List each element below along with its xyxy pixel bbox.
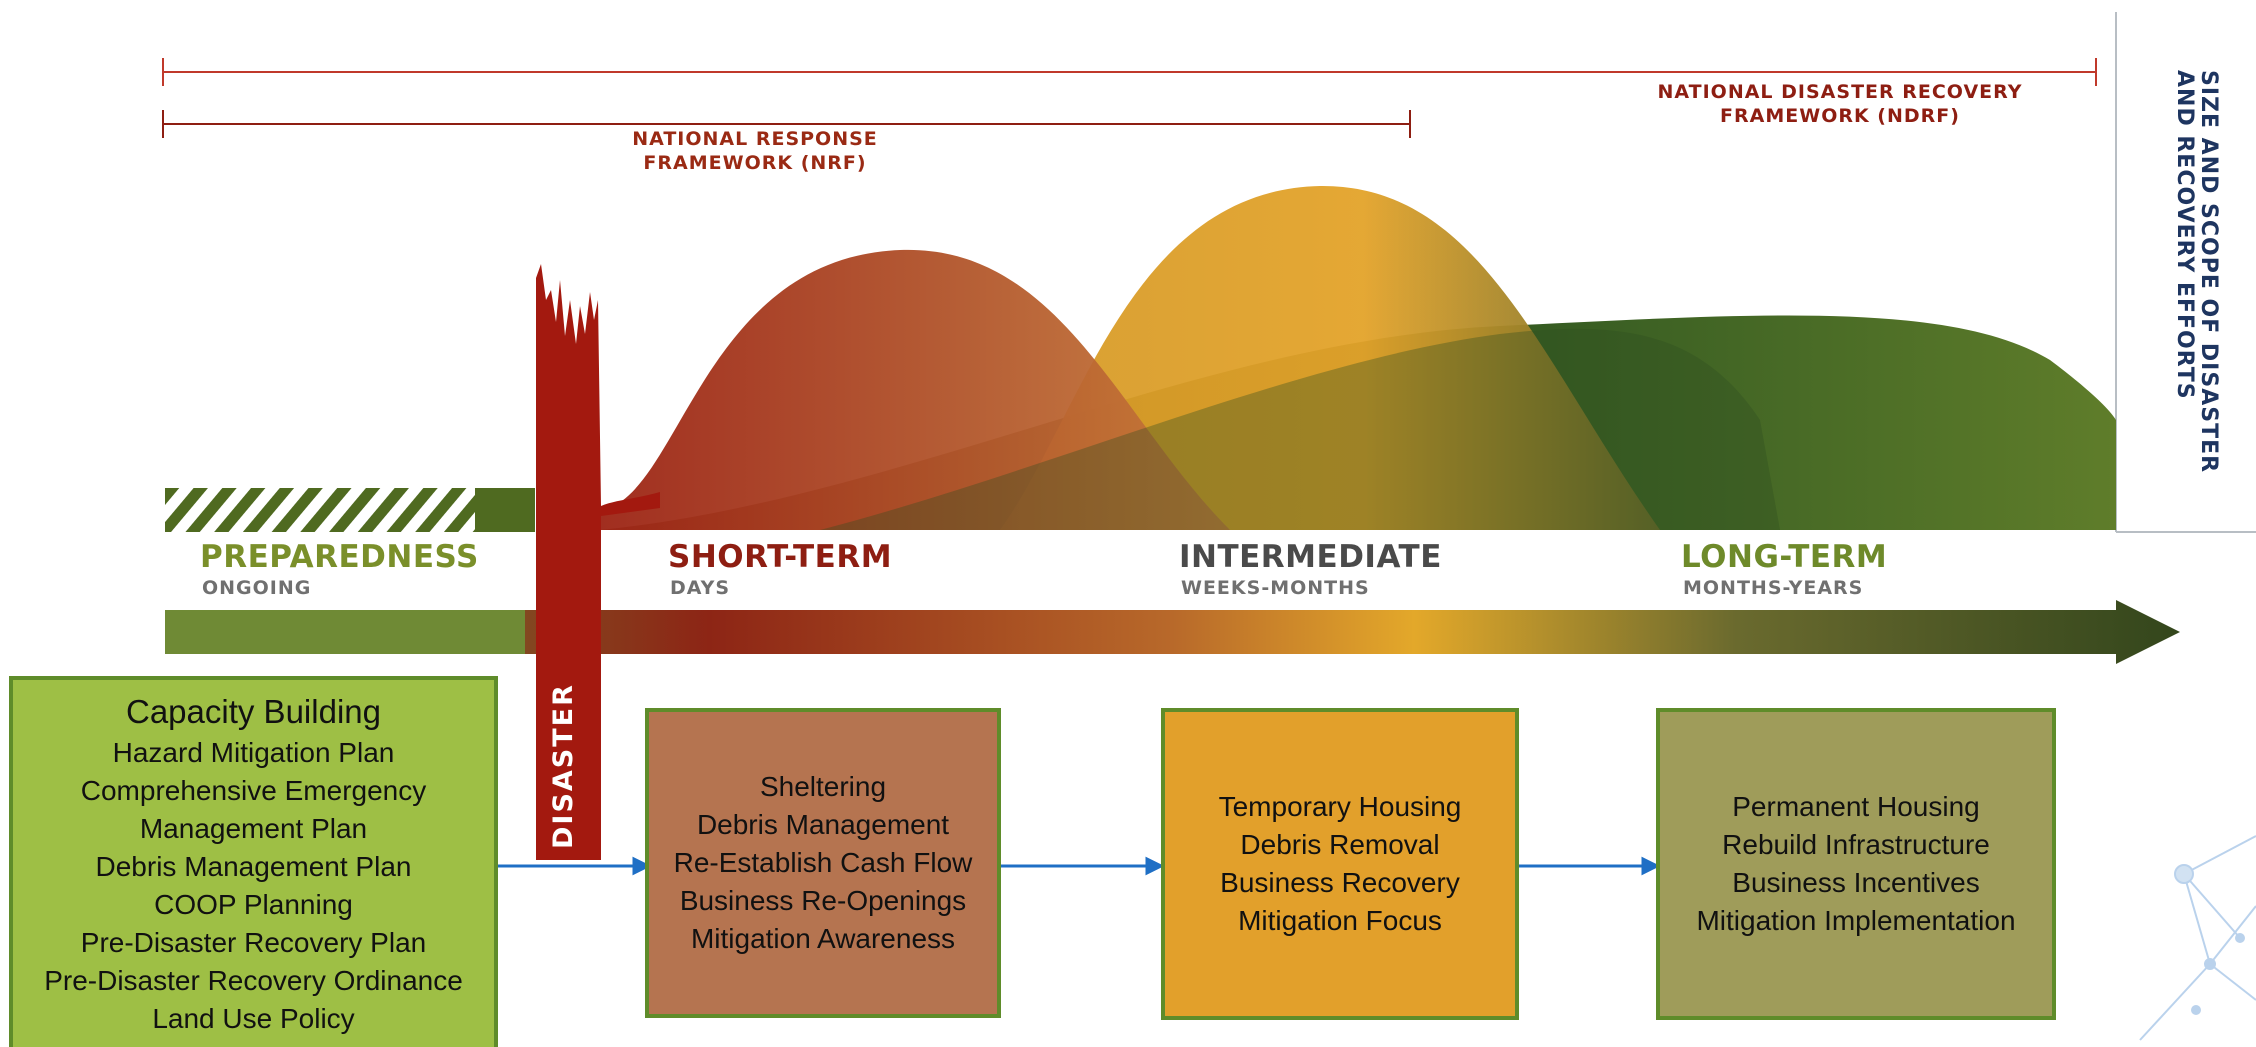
intermediate-hill [1000, 185, 1660, 531]
preparedness-item: Hazard Mitigation Plan [112, 736, 395, 768]
preparedness-box-title: Capacity Building [126, 692, 381, 730]
preparedness-item: Land Use Policy [152, 1002, 355, 1034]
preparedness-hatch [165, 488, 475, 532]
phase-subtitle-short-term: DAYS [670, 577, 731, 599]
ndrf-label-line-1: NATIONAL DISASTER RECOVERY [1657, 81, 2023, 103]
phase-subtitle-long-term: MONTHS-YEARS [1683, 577, 1864, 599]
phase-title-short-term: SHORT-TERM [668, 539, 893, 575]
ndrf-label-line-2: FRAMEWORK (NDRF) [1720, 105, 1960, 127]
long-term-hill-overlay [820, 328, 1780, 530]
phase-subtitle-preparedness: ONGOING [202, 577, 312, 599]
short-term-hill [600, 249, 1230, 530]
network-decoration [2139, 835, 2256, 1041]
intermediate-box[interactable]: Temporary Housing Debris Removal Busines… [1161, 708, 1519, 1020]
preparedness-item: Management Plan [139, 812, 368, 844]
long-term-box[interactable]: Permanent Housing Rebuild Infrastructure… [1656, 708, 2056, 1020]
size-scope-label: SIZE AND SCOPE OF DISASTER AND RECOVERY … [2172, 70, 2221, 474]
preparedness-item: Pre-Disaster Recovery Plan [80, 926, 427, 958]
preparedness-item: Comprehensive Emergency [80, 774, 427, 806]
disaster-spike[interactable] [536, 264, 660, 860]
long-term-item: Business Incentives [1732, 867, 1980, 898]
phase-title-long-term: LONG-TERM [1681, 539, 1888, 575]
short-term-item: Sheltering [759, 771, 887, 802]
intermediate-item: Mitigation Focus [1238, 905, 1442, 936]
ndrf-label: NATIONAL DISASTER RECOVERY FRAMEWORK (ND… [1630, 80, 2050, 128]
long-term-item: Mitigation Implementation [1696, 905, 2016, 936]
preparedness-item: Debris Management Plan [95, 850, 412, 882]
ndrf-bracket [162, 58, 2097, 86]
intermediate-item: Debris Removal [1240, 829, 1440, 860]
disaster-label: DISASTER [548, 683, 579, 849]
preparedness-box[interactable]: Capacity Building Hazard Mitigation Plan… [9, 676, 498, 1047]
nrf-label: NATIONAL RESPONSE FRAMEWORK (NRF) [575, 127, 935, 175]
nrf-label-line-2: FRAMEWORK (NRF) [643, 152, 867, 174]
long-term-item: Permanent Housing [1732, 791, 1980, 822]
short-term-item: Business Re-Openings [679, 885, 967, 916]
connector-arrows [498, 856, 1661, 876]
short-term-item: Debris Management [696, 809, 950, 840]
timeline-arrow[interactable] [165, 600, 2180, 664]
intermediate-item: Business Recovery [1220, 867, 1460, 898]
phase-title-preparedness: PREPAREDNESS [200, 539, 479, 575]
preparedness-band [475, 488, 535, 532]
short-term-item: Re-Establish Cash Flow [673, 847, 973, 878]
nrf-label-line-1: NATIONAL RESPONSE [632, 128, 878, 150]
intermediate-item: Temporary Housing [1218, 791, 1462, 822]
nrf-bracket [162, 110, 1411, 138]
short-term-item: Mitigation Awareness [690, 923, 956, 954]
phase-title-intermediate: INTERMEDIATE [1179, 539, 1442, 575]
preparedness-arrow-segment [165, 610, 525, 654]
long-term-item: Rebuild Infrastructure [1722, 829, 1990, 860]
preparedness-item: COOP Planning [154, 888, 353, 920]
short-term-box[interactable]: Sheltering Debris Management Re-Establis… [645, 708, 1001, 1018]
preparedness-item: Pre-Disaster Recovery Ordinance [44, 964, 463, 996]
phase-strip [160, 533, 2116, 605]
phase-subtitle-intermediate: WEEKS-MONTHS [1181, 577, 1370, 599]
